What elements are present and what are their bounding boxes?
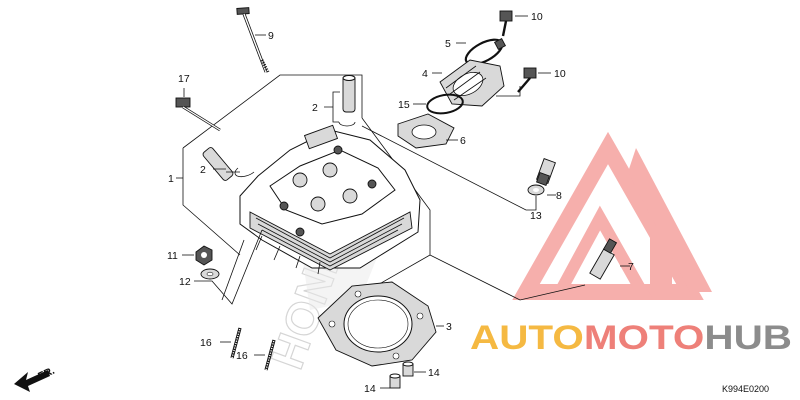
callout-8: 8 (556, 190, 562, 202)
o-ring-15 (426, 93, 464, 115)
bolt-10-right (517, 67, 537, 93)
callout-2-lower: 2 (200, 164, 206, 176)
washer-13 (527, 184, 545, 196)
brand-moto: MOTO (584, 319, 705, 357)
callout-labels: 1 2 2 3 4 5 6 7 8 9 10 10 11 12 13 14 14… (167, 11, 634, 395)
washer-12 (200, 268, 220, 280)
callout-17: 17 (178, 73, 190, 85)
callout-2-upper: 2 (312, 102, 318, 114)
stud-16-right (264, 339, 276, 371)
brand-hub: HUB (704, 319, 792, 357)
figure-code: K994E0200 (722, 384, 769, 394)
callout-1: 1 (168, 173, 174, 185)
dowel-pin-14-left (389, 373, 401, 389)
sensor-8 (536, 158, 556, 186)
front-direction-marker: FR. (14, 365, 57, 392)
callout-13: 13 (530, 210, 542, 222)
stud-16-left (230, 327, 242, 359)
valve-guide-2-upper (338, 75, 356, 127)
brand-auto: AUTO (470, 319, 584, 357)
insulator-4 (439, 59, 505, 107)
clamp-5 (464, 37, 507, 66)
spark-plug-7 (589, 238, 618, 280)
bolt-10-upper (499, 10, 513, 37)
callout-7: 7 (628, 261, 634, 273)
callout-16-left: 16 (200, 337, 212, 349)
callout-10-right: 10 (554, 68, 566, 80)
callout-14-right: 14 (428, 367, 440, 379)
spark-plug-guide-line (429, 254, 586, 301)
callout-6: 6 (460, 135, 466, 147)
callout-10-upper: 10 (531, 11, 543, 23)
callout-11: 11 (167, 250, 178, 262)
nut-11 (195, 245, 213, 266)
callout-15: 15 (398, 99, 410, 111)
callout-4: 4 (422, 68, 428, 80)
callout-9: 9 (268, 30, 274, 42)
callout-14-left: 14 (364, 383, 376, 395)
valve-guide-2-lower (202, 147, 255, 181)
watermark-logo (512, 131, 712, 300)
callout-12: 12 (179, 276, 191, 288)
gasket-3 (317, 281, 437, 367)
bolt-17 (175, 97, 221, 132)
callout-3: 3 (446, 321, 452, 333)
svg-text:FR.: FR. (36, 365, 56, 383)
dowel-pin-14-right (402, 361, 414, 377)
bolt-9 (236, 7, 270, 73)
callout-5: 5 (445, 38, 451, 50)
gasket-6 (397, 113, 455, 149)
cylinder-head-1 (239, 124, 421, 275)
callout-16-right: 16 (236, 350, 248, 362)
